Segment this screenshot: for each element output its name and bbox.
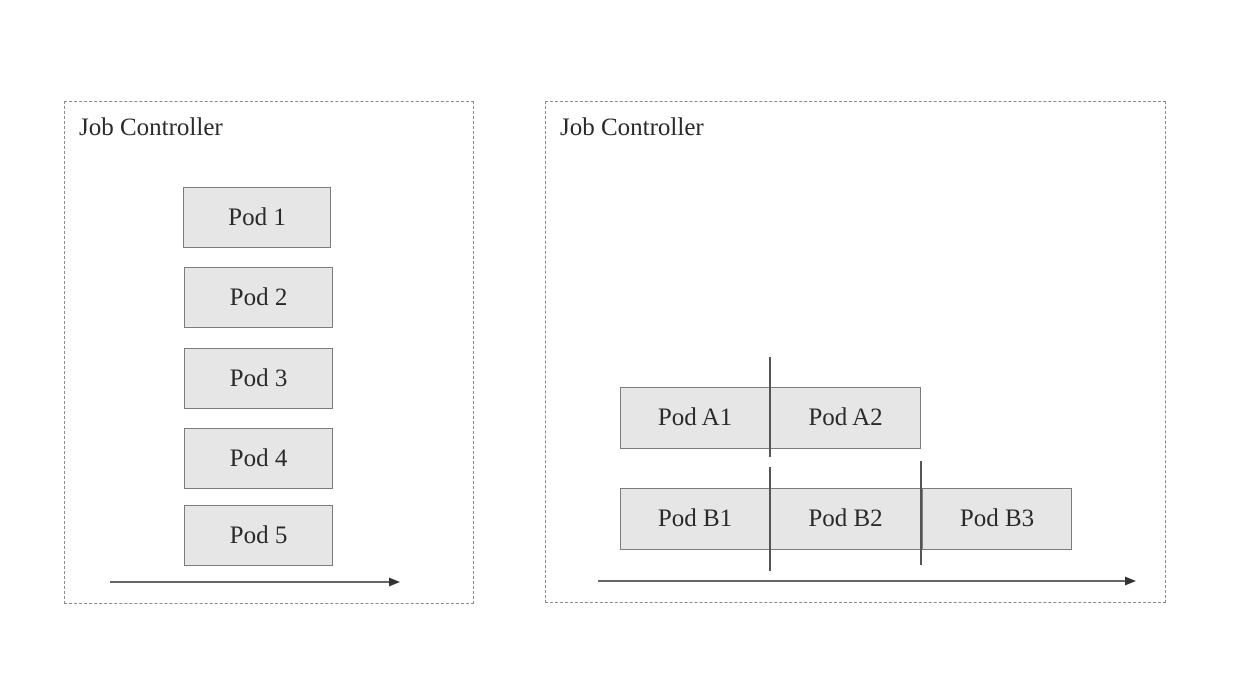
pod-b1: Pod B1 <box>620 488 770 550</box>
right-panel-title: Job Controller <box>560 114 704 141</box>
pod-5: Pod 5 <box>184 505 333 566</box>
right-job-controller-panel: Job Controller <box>545 101 1166 603</box>
pod-a1: Pod A1 <box>620 387 770 449</box>
pod-a2: Pod A2 <box>770 387 921 449</box>
pod-b2: Pod B2 <box>770 488 921 550</box>
divider-b1-b2 <box>769 467 771 571</box>
pod-1: Pod 1 <box>183 187 331 248</box>
left-time-arrow <box>110 577 400 587</box>
right-time-arrow <box>598 576 1136 586</box>
pod-2: Pod 2 <box>184 267 333 328</box>
divider-a1-a2 <box>769 357 771 457</box>
pod-3: Pod 3 <box>184 348 333 409</box>
divider-b2-b3 <box>920 461 922 565</box>
pod-b3: Pod B3 <box>922 488 1072 550</box>
left-panel-title: Job Controller <box>79 114 223 141</box>
pod-4: Pod 4 <box>184 428 333 489</box>
left-job-controller-panel: Job Controller <box>64 101 474 604</box>
